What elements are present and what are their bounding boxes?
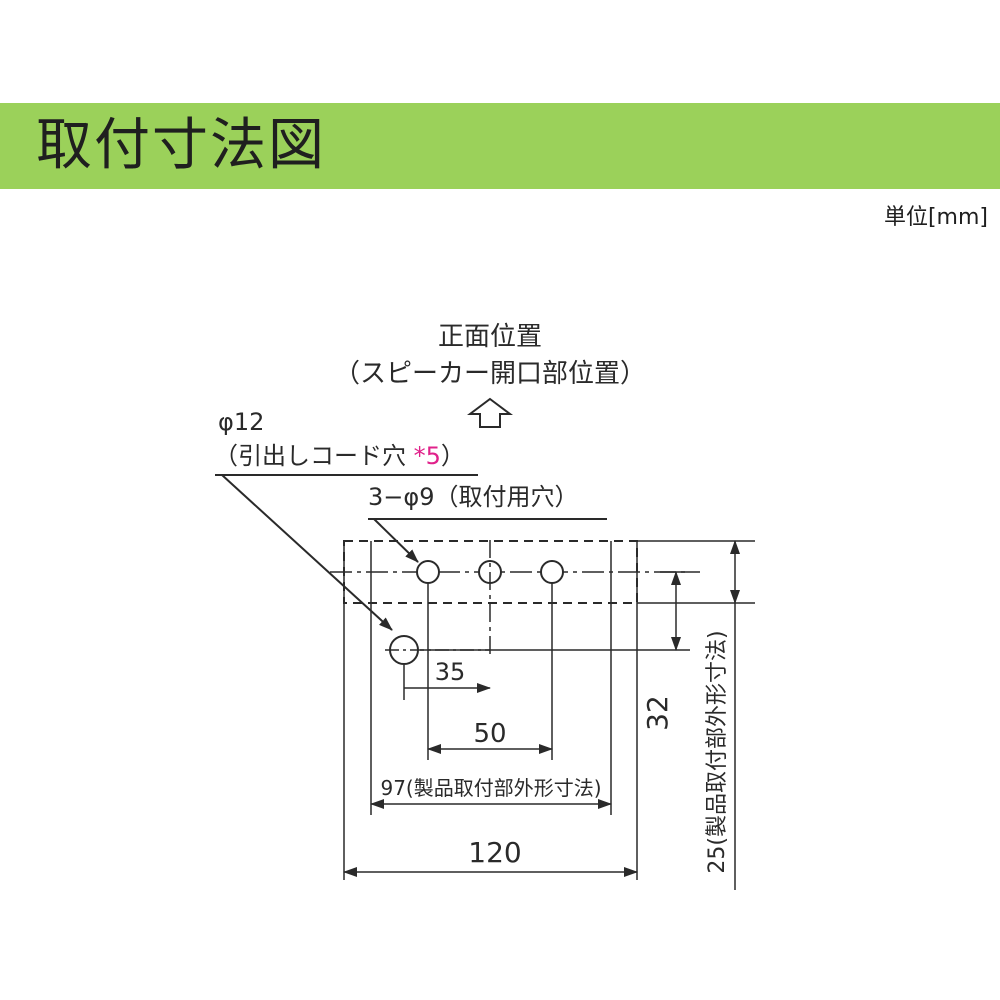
front-position-label: 正面位置 (438, 322, 542, 352)
mount-holes-label: 3−φ9（取付用穴） (368, 483, 578, 511)
dim-32-label: 32 (641, 695, 674, 731)
cord-hole-diameter: φ12 (218, 408, 264, 436)
page-title: 取付寸法図 (36, 113, 326, 178)
dim-50-label: 50 (473, 719, 506, 749)
dim-35-label: 35 (435, 658, 466, 686)
dim-25-label: 25(製品取付部外形寸法) (705, 630, 730, 873)
mount-hole-right (540, 560, 564, 584)
cord-hole-desc-end: ） (441, 442, 465, 470)
cord-hole-note: *5 (414, 442, 441, 470)
cord-hole-leader (221, 474, 393, 631)
speaker-opening-label: （スピーカー開口部位置） (334, 359, 646, 389)
dim-120-label: 120 (468, 836, 521, 869)
dim-97-label: 97(製品取付部外形寸法) (380, 776, 601, 800)
up-arrow-icon (467, 397, 513, 428)
mount-hole-left (416, 560, 440, 584)
cord-hole-label: （引出しコード穴 *5） (214, 442, 465, 470)
cord-hole-desc: （引出しコード穴 (214, 442, 414, 470)
header-bar (0, 103, 1000, 189)
unit-label: 単位[mm] (883, 205, 988, 230)
